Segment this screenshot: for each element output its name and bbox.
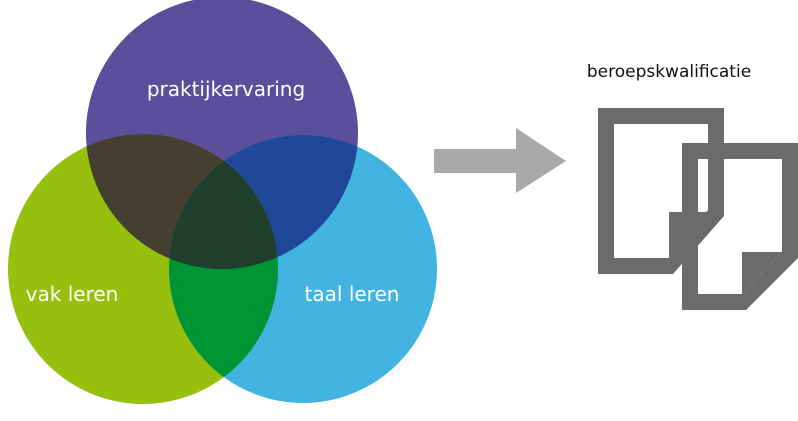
label-praktijkervaring: praktijkervaring (147, 77, 305, 101)
label-vak-leren: vak leren (26, 282, 119, 306)
label-taal-leren: taal leren (305, 282, 400, 306)
venn-overlap-center (169, 135, 278, 269)
arrow-right-icon (434, 128, 566, 193)
label-beroepskwalificatie: beroepskwalificatie (587, 62, 751, 82)
documents-icon (598, 108, 798, 310)
